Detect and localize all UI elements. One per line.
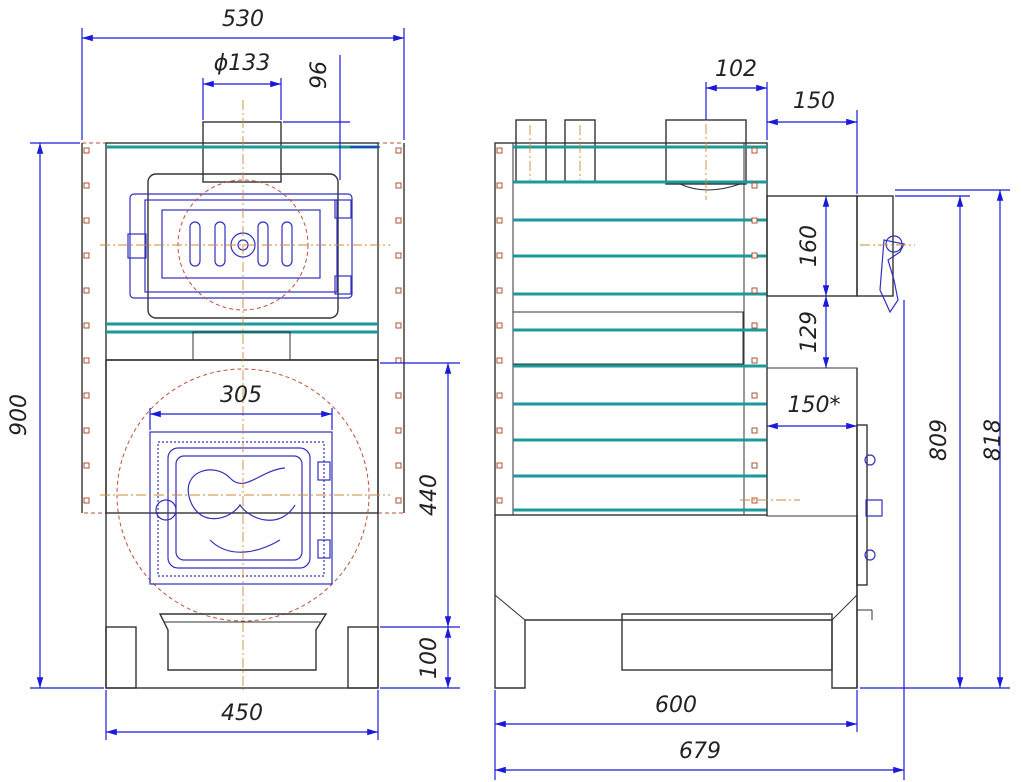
side-base — [494, 515, 858, 689]
dim-flue-offset: 96 — [283, 55, 380, 180]
side-view: 102 150 160 129 150* 809 818 — [494, 57, 1010, 780]
dim-door-440: 440 — [380, 362, 460, 628]
dim-side-818: 818 — [895, 189, 1010, 688]
side-rivets — [496, 147, 758, 504]
dim-305-label: 305 — [220, 383, 262, 408]
dim-side-150-top: 150 — [767, 89, 858, 194]
dim-160-label: 160 — [797, 225, 822, 267]
dim-side-102: 102 — [705, 57, 768, 140]
door-hinge-icon — [127, 233, 147, 259]
dim-base-450: 450 — [105, 690, 379, 740]
dim-530-label: 530 — [222, 7, 264, 32]
dim-450-label: 450 — [221, 701, 263, 726]
dim-width-530: 530 — [81, 7, 405, 140]
dim-679-label: 679 — [679, 739, 721, 764]
firebox-door-side — [856, 424, 868, 586]
oven-door — [127, 173, 353, 319]
dim-129-label: 129 — [797, 311, 822, 353]
dim-133-label: ϕ133 — [214, 51, 271, 76]
dim-440-label: 440 — [417, 474, 442, 516]
firebox-circle — [116, 368, 370, 622]
side-pipes — [513, 145, 767, 512]
dim-flue-diameter: ϕ133 — [202, 51, 282, 120]
dim-600-label: 600 — [655, 693, 697, 718]
dim-809-label: 809 — [927, 419, 952, 461]
front-rivets — [83, 147, 402, 504]
dim-150-label: 150 — [793, 89, 835, 114]
side-ash-pan — [621, 613, 833, 671]
front-body — [105, 142, 379, 514]
dim-100-label: 100 — [417, 637, 442, 679]
dim-side-679: 679 — [495, 300, 905, 780]
firebox-door — [149, 431, 333, 585]
ash-pan — [158, 613, 328, 671]
dim-door-305: 305 — [149, 383, 333, 430]
dim-150-star-label: 150* — [788, 393, 841, 418]
door-handle-icon — [155, 499, 177, 521]
right-leg — [347, 626, 379, 689]
front-view: 530 ϕ133 96 900 305 — [7, 7, 460, 740]
dim-side-150-star: 150* — [767, 393, 857, 430]
dim-side-809: 809 — [860, 195, 1010, 689]
side-flue-stub-1 — [515, 119, 547, 183]
flue-pipe — [202, 121, 282, 183]
dim-96-label: 96 — [307, 61, 332, 89]
dim-side-160: 160 — [797, 196, 830, 296]
dim-102-label: 102 — [715, 57, 757, 82]
dim-height-900: 900 — [7, 142, 104, 689]
dim-900-label: 900 — [7, 394, 32, 436]
dim-side-129: 129 — [797, 296, 830, 368]
dim-818-label: 818 — [981, 419, 1006, 461]
door-handle-side-icon — [879, 239, 905, 314]
left-leg — [105, 626, 137, 689]
dim-side-600: 600 — [494, 690, 858, 780]
firebox-section — [105, 359, 379, 689]
dim-ash-100: 100 — [380, 627, 460, 689]
